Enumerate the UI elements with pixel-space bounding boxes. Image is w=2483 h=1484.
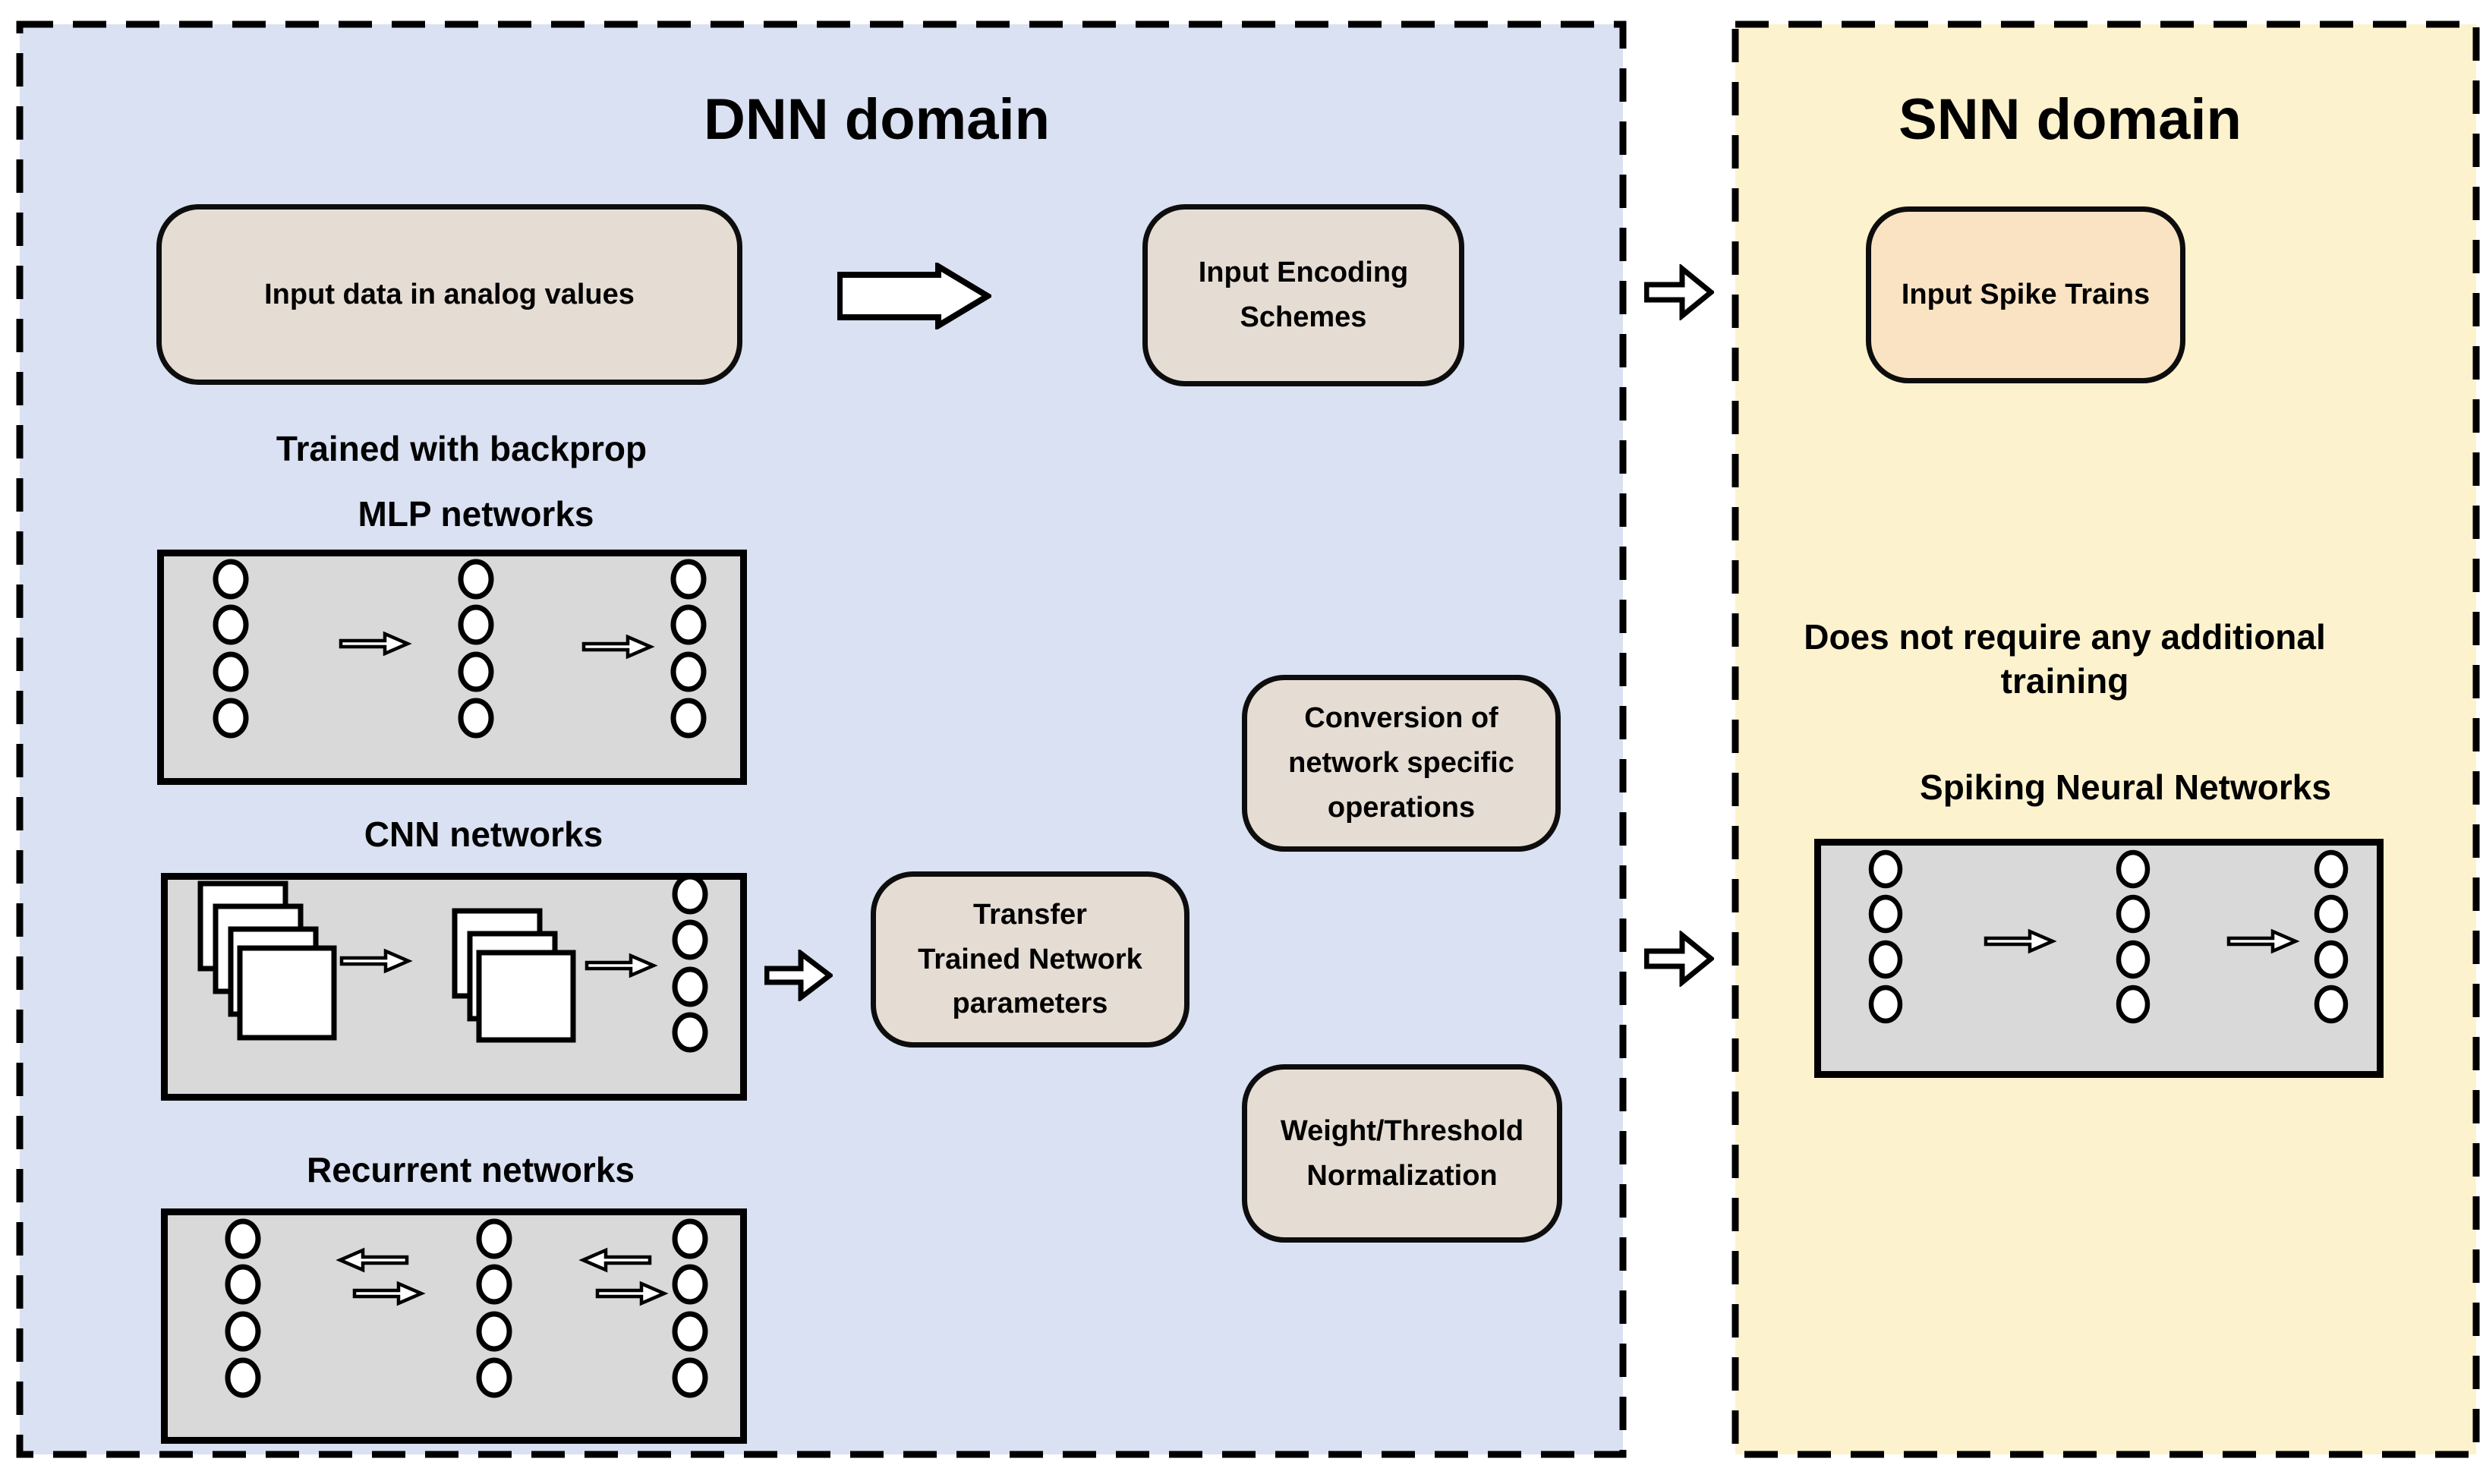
conversion-operations-box: Conversion of network specific operation…	[1242, 675, 1561, 852]
mlp-networks-label: MLP networks	[358, 494, 594, 534]
cnn-networks-label: CNN networks	[364, 814, 603, 854]
recurrent-box	[161, 1208, 747, 1444]
cnn-network-diagram	[161, 873, 747, 1101]
trained-with-backprop-label: Trained with backprop	[276, 429, 648, 468]
no-additional-training-label: Does not require any additional training	[1804, 617, 2326, 701]
recurrent-forward-arrow-icon	[595, 1281, 669, 1306]
recurrent-network-diagram	[161, 1208, 747, 1444]
domain-transfer-arrow-icon	[1644, 264, 1714, 320]
input-data-box: Input data in analog values	[156, 204, 742, 385]
snn-hidden-layer-neurons	[2116, 849, 2151, 1024]
input-spike-trains-box: Input Spike Trains	[1866, 206, 2185, 383]
snn-network-diagram	[1814, 839, 2384, 1078]
snn-forward-arrow-icon	[1984, 928, 2057, 954]
cnn-forward-arrow-icon	[585, 953, 658, 978]
cnn-to-transfer-arrow-icon	[764, 950, 833, 1001]
recurrent-backward-arrow-icon	[336, 1247, 409, 1273]
recurrent-backward-arrow-icon	[578, 1247, 652, 1273]
mlp-output-layer-neurons	[670, 559, 707, 739]
domain-transfer-arrow-icon	[1644, 931, 1714, 987]
snn-input-layer-neurons	[1868, 849, 1903, 1024]
cnn-output-layer-neurons	[672, 874, 708, 1053]
right-block-arrow-icon	[837, 263, 991, 329]
weight-threshold-normalization-box: Weight/Threshold Normalization	[1242, 1064, 1562, 1243]
spiking-neural-networks-label: Spiking Neural Networks	[1920, 767, 2331, 807]
input-data-label: Input data in analog values	[264, 278, 635, 310]
mlp-forward-arrow-icon	[581, 634, 655, 660]
cnn-feature-map-stack-2	[452, 908, 576, 1043]
snn-domain-title: SNN domain	[1898, 87, 2242, 152]
mlp-input-layer-neurons	[213, 559, 249, 739]
recurrent-layer-2-neurons	[476, 1218, 512, 1398]
cnn-forward-arrow-icon	[339, 948, 413, 974]
cnn-feature-map-stack-1	[197, 881, 337, 1041]
snn-output-layer-neurons	[2314, 849, 2349, 1024]
recurrent-networks-label: Recurrent networks	[306, 1150, 635, 1189]
transfer-parameters-box: Transfer Trained Network parameters	[871, 871, 1190, 1048]
input-spike-trains-label: Input Spike Trains	[1901, 279, 2151, 311]
dnn-domain-title: DNN domain	[704, 87, 1050, 152]
mlp-forward-arrow-icon	[339, 631, 412, 657]
snn-forward-arrow-icon	[2226, 928, 2300, 954]
mlp-box	[157, 550, 747, 785]
recurrent-layer-1-neurons	[225, 1218, 261, 1398]
transfer-parameters-label: Transfer Trained Network parameters	[918, 898, 1142, 1020]
snn-box	[1814, 839, 2384, 1078]
recurrent-layer-3-neurons	[672, 1218, 708, 1398]
mlp-hidden-layer-neurons	[458, 559, 494, 739]
mlp-network-diagram	[157, 550, 747, 785]
input-encoding-label: Input Encoding Schemes	[1198, 257, 1409, 333]
weight-threshold-normalization-label: Weight/Threshold Normalization	[1280, 1114, 1524, 1192]
conversion-operations-label: Conversion of network specific operation…	[1288, 702, 1514, 824]
input-encoding-box: Input Encoding Schemes	[1142, 204, 1464, 386]
recurrent-forward-arrow-icon	[352, 1281, 426, 1306]
